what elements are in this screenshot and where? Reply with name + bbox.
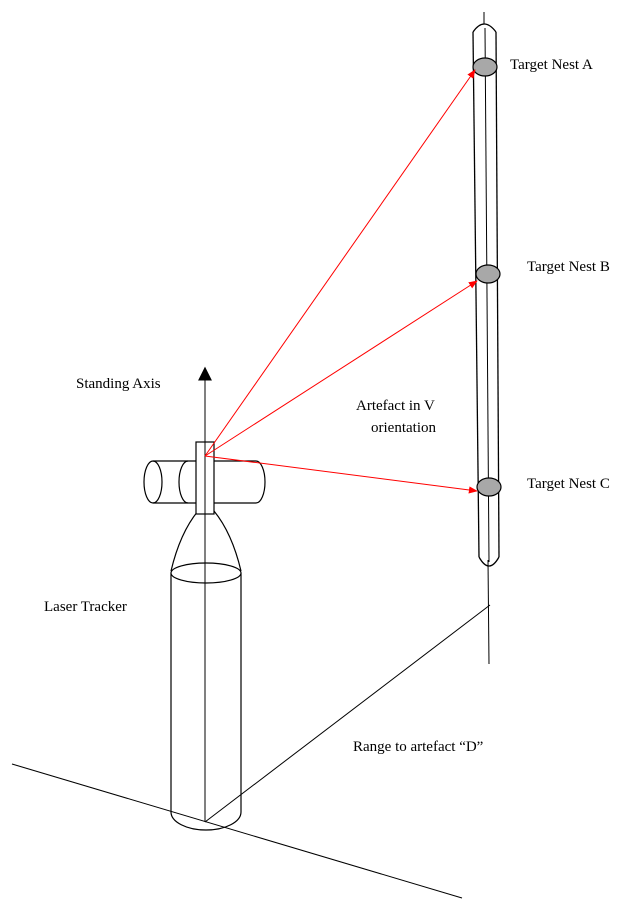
label-standing-axis: Standing Axis	[76, 376, 161, 392]
tracker-top-ellipse	[170, 562, 242, 584]
beam-to-nest-b	[204, 280, 478, 457]
artefact-bar	[472, 23, 500, 567]
label-target-nest-c: Target Nest C	[527, 476, 610, 492]
beam-to-nest-c	[204, 455, 478, 494]
range-line	[204, 604, 491, 823]
target-nest-c	[476, 477, 502, 497]
label-artefact-line2: orientation	[371, 420, 436, 436]
beam-to-nest-a	[204, 69, 476, 457]
label-target-nest-b: Target Nest B	[527, 259, 610, 275]
label-target-nest-a: Target Nest A	[510, 57, 593, 73]
label-range: Range to artefact “D”	[353, 739, 483, 755]
label-laser-tracker: Laser Tracker	[44, 599, 127, 615]
laser-tracker	[143, 366, 266, 831]
artefact-axis-lower	[487, 559, 490, 665]
label-artefact-line1: Artefact in V	[356, 398, 435, 414]
target-nest-b	[475, 264, 501, 284]
ground-line	[11, 763, 463, 899]
target-nest-a	[472, 57, 498, 77]
tracker-base-ellipse	[170, 811, 242, 831]
